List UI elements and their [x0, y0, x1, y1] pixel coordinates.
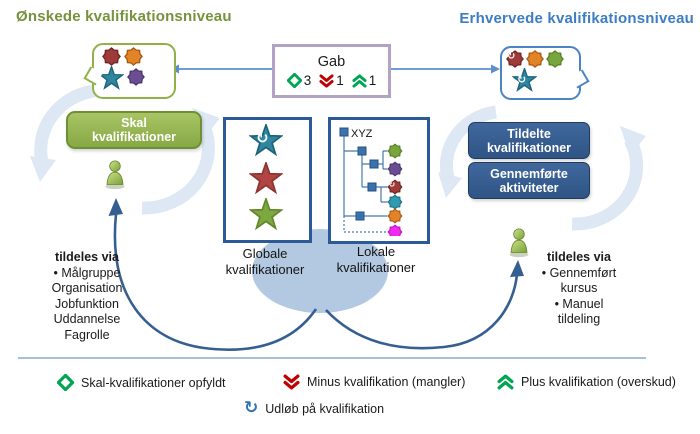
- legend-label: Minus kvalifikation (mangler): [307, 375, 466, 389]
- refresh-icon: ↻: [517, 73, 527, 86]
- person-icon: [506, 227, 532, 259]
- legend-ok: Skal-kvalifikationer opfyldt: [57, 374, 226, 391]
- page-title-desired: Ønskede kvalifikationsniveau: [16, 8, 232, 25]
- refresh-icon: ↻: [388, 180, 396, 189]
- refresh-icon: ↻: [507, 51, 516, 62]
- refresh-icon: ↻: [244, 398, 259, 418]
- gap-plus-value: 1: [368, 73, 377, 88]
- list-item: • Målgruppe: [53, 265, 121, 280]
- list-item: Fagrolle: [64, 327, 110, 342]
- list-item: Jobfunktion: [55, 296, 119, 311]
- desired-badges-icon: [99, 47, 145, 89]
- left-assignment-list: tildeles via • Målgruppe Organisation Jo…: [32, 250, 142, 343]
- local-qualifications-box: XYZ: [328, 117, 430, 244]
- tree-root-label: XYZ: [351, 128, 373, 140]
- list-item: Organisation: [51, 281, 123, 295]
- right-assignment-list: tildeles via • Gennemført kursus • Manue…: [536, 250, 622, 328]
- ok-diamond-icon: [286, 73, 302, 88]
- person-icon: [102, 159, 128, 191]
- left-cycle-arrows-icon: [30, 83, 219, 215]
- gap-plus-count: 1: [352, 73, 377, 88]
- divider: [18, 357, 646, 359]
- gap-ok-count: 3: [286, 73, 312, 88]
- assignment-title: tildeles via: [55, 250, 119, 264]
- gap-box: Gab 3 1 1: [272, 44, 391, 98]
- list-item: Uddannelse: [53, 312, 121, 326]
- global-qualifications-label: Globale kvalifikationer: [225, 246, 305, 277]
- local-qualifications-label: Lokale kvalifikationer: [336, 244, 416, 275]
- refresh-icon: ↻: [256, 129, 269, 147]
- gap-ok-value: 3: [303, 73, 312, 88]
- right-cycle-arrows-icon: [438, 105, 646, 231]
- gap-minus-value: 1: [336, 73, 344, 88]
- global-qualifications-box: [223, 117, 312, 243]
- legend-plus: Plus kvalifikation (overskud): [497, 374, 676, 390]
- gap-counts: 3 1 1: [286, 73, 377, 88]
- legend-label: Udløb på kvalifikation: [265, 401, 385, 416]
- page-title-acquired: Erhvervede kvalifikationsniveau: [459, 10, 694, 27]
- list-item: • Gennemført kursus: [541, 265, 617, 296]
- completed-activities-box: Gennemførte aktiviteter: [468, 162, 590, 199]
- ok-diamond-icon: [57, 374, 74, 391]
- gap-title: Gab: [317, 54, 346, 70]
- desired-qualifications-bubble: [83, 43, 176, 99]
- legend-minus: Minus kvalifikation (mangler): [283, 374, 465, 390]
- gap-minus-count: 1: [319, 73, 344, 88]
- legend-label: Plus kvalifikation (overskud): [521, 375, 676, 389]
- qualification-tree: XYZ: [339, 127, 403, 236]
- plus-chevron-icon: [497, 374, 514, 390]
- assigned-qualifications-box: Tildelte kvalifikationer: [468, 122, 590, 159]
- list-item: • Manuel tildeling: [554, 296, 604, 327]
- assignment-title: tildeles via: [547, 250, 611, 264]
- must-qualifications-box: Skal kvalifikationer: [66, 111, 202, 149]
- plus-chevron-icon: [352, 73, 367, 88]
- legend-label: Skal-kvalifikationer opfyldt: [81, 375, 226, 390]
- minus-chevron-icon: [319, 73, 334, 88]
- legend-expiry: ↻ Udløb på kvalifikation: [244, 400, 384, 417]
- minus-chevron-icon: [283, 374, 300, 390]
- acquired-qualifications-bubble: [500, 46, 590, 100]
